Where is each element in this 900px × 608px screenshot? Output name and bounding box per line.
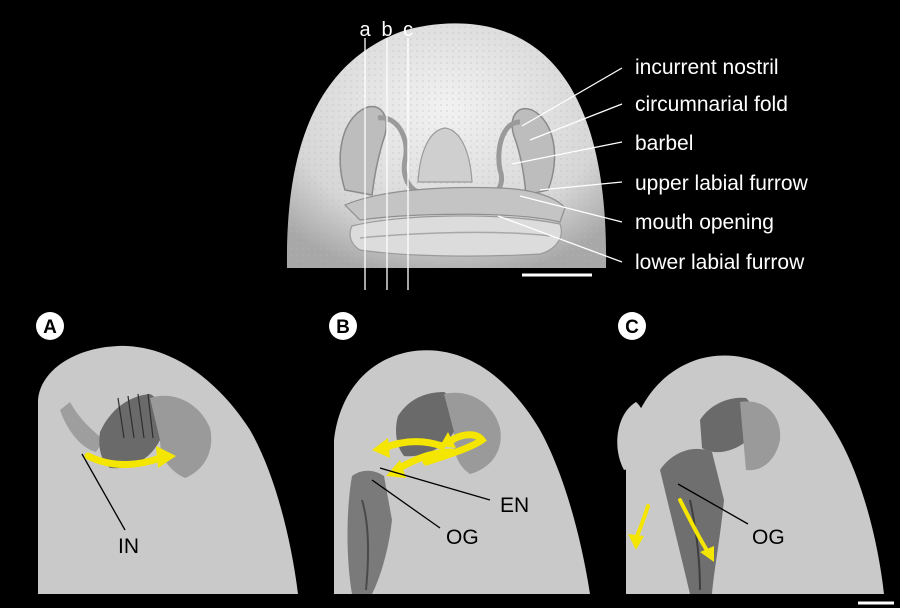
label-og-b: OG [446,526,479,549]
top-labels: incurrent nostril circumnarial fold barb… [635,56,809,274]
label-lower-labial-furrow: lower labial furrow [635,251,805,274]
label-incurrent-nostril: incurrent nostril [635,56,779,79]
panel-a: IN [38,346,298,594]
slice-label-b: b [381,19,392,41]
svg-text:A: A [43,317,57,338]
panel-c: OG [617,356,884,594]
label-in: IN [118,535,139,558]
svg-text:C: C [625,317,639,338]
label-barbel: barbel [635,132,693,155]
badge-a: A [36,312,64,340]
head-render [287,23,606,268]
slice-label-c: c [403,19,413,41]
label-mouth-opening: mouth opening [635,211,774,234]
label-circumnarial-fold: circumnarial fold [635,93,788,116]
badge-c: C [618,312,646,340]
panel-b: EN OG [334,350,590,594]
label-og-c: OG [752,526,785,549]
svg-text:B: B [336,317,350,338]
slice-label-a: a [359,19,371,41]
label-en: EN [500,494,529,517]
badge-b: B [329,312,357,340]
label-upper-labial-furrow: upper labial furrow [635,172,809,195]
